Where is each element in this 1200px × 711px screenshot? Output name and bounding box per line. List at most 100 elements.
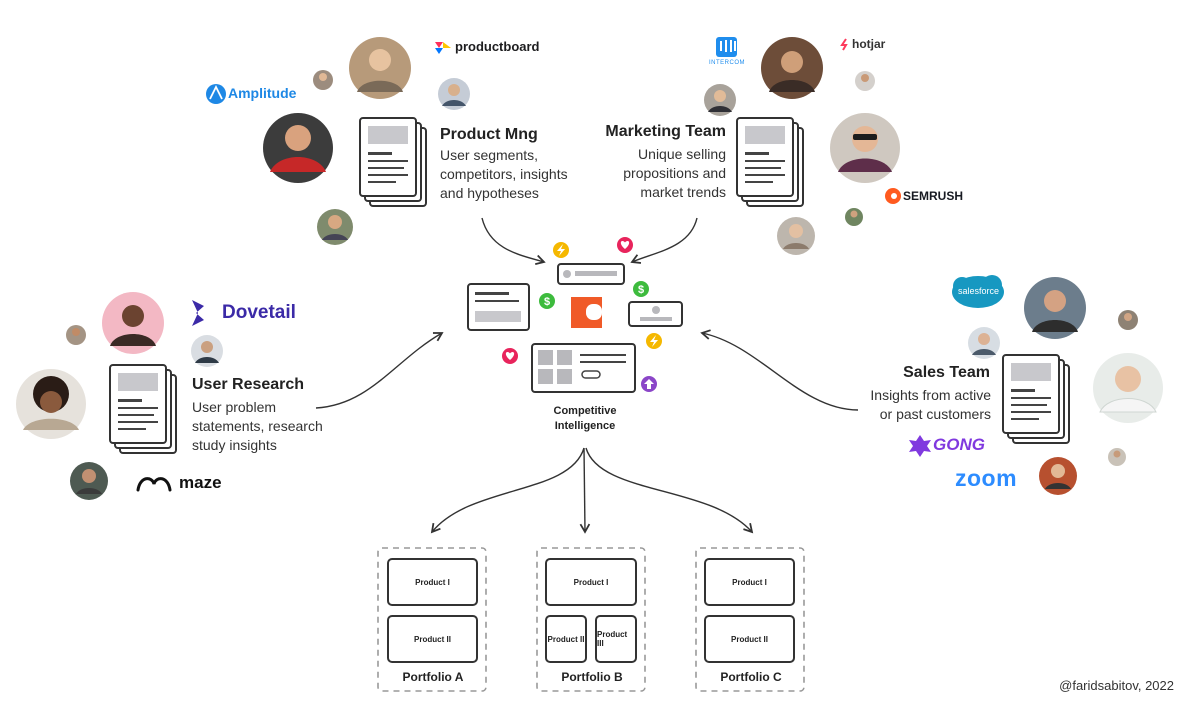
arrow-sales-to-center [700,329,859,411]
gong-logo-icon [909,435,931,457]
salesforce-logo-icon [952,275,1004,308]
arrow-marketing-to-center [630,217,698,264]
research-group-description: User problem statements, research study … [192,398,323,455]
desc-line: Insights from active [870,387,991,403]
avatar-icon [191,335,223,367]
research-document-stack-icon [109,364,177,454]
avatar-icon [102,292,164,354]
portfolio-c-product-1: Product I [704,558,795,606]
product-group-title: Product Mng [440,126,538,143]
portfolio-c-frame [695,547,805,692]
avatar-icon [313,70,333,90]
avatar-icon [777,217,815,255]
desc-line: propositions and [623,165,726,181]
avatar-icon [1093,353,1163,423]
marketing-group-description: Unique selling propositions and market t… [575,145,726,202]
avatar-icon [263,113,333,183]
portfolio-b-product-3: Product III [595,615,637,663]
sales-group-title: Sales Team [903,364,990,381]
portfolio-a-product-1: Product I [387,558,478,606]
avatar-icon [1024,277,1086,339]
productboard-logo: productboard [455,39,540,54]
desc-line: market trends [640,184,726,200]
lightning-icon [646,333,662,349]
arrow-center-to-portfolio-a [430,447,585,534]
semrush-logo-icon [885,188,901,204]
label-line: Intelligence [554,420,616,432]
label-line: Competitive [553,405,617,417]
avatar-icon [1108,448,1126,466]
desc-line: and hypotheses [440,185,539,201]
avatar-icon [349,37,411,99]
author-credit: @faridsabitov, 2022 [1059,678,1174,693]
portfolio-a-frame [377,547,487,692]
portfolio-b-frame [536,547,646,692]
avatar-icon [66,325,86,345]
portfolio-a-product-2: Product II [387,615,478,663]
crayon-logo-icon [571,297,602,328]
desc-line: Unique selling [638,146,726,162]
desc-line: User problem [192,399,277,415]
svg-text:$: $ [638,284,644,296]
avatar-icon [830,113,900,183]
salesforce-logo: salesforce [958,286,1000,296]
amplitude-logo-icon [206,84,226,104]
avatar-icon [1039,457,1077,495]
avatar-icon [845,208,863,226]
zoom-logo: zoom [955,465,1018,491]
arrow-product-to-center [481,217,546,265]
avatars [16,37,1163,500]
portfolio-c-label: Portfolio C [720,670,782,684]
marketing-group-title: Marketing Team [605,123,726,140]
amplitude-logo: Amplitude [228,85,297,101]
upvote-icon [641,376,657,392]
portfolio-a-label: Portfolio A [402,670,464,684]
arrow-research-to-center [315,332,444,409]
maze-logo-icon [136,477,172,492]
hotjar-logo: hotjar [852,37,886,51]
avatar-icon [761,37,823,99]
semrush-logo: SEMRUSH [903,189,964,203]
heart-icon [617,237,633,253]
marketing-document-stack-icon [736,117,804,207]
productboard-logo-icon [435,42,451,54]
avatar-icon [704,84,736,116]
dovetail-logo: Dovetail [222,302,296,323]
portfolio-b-product-2: Product II [545,615,587,663]
avatar-icon [317,209,353,245]
sales-group-description: Insights from active or past customers [820,386,991,424]
avatar-icon [855,71,875,91]
avatar-icon [1118,310,1138,330]
desc-line: study insights [192,437,277,453]
dollar-icon: $ [633,281,649,297]
avatar-icon [438,78,470,110]
product-document-stack-icon [359,117,427,207]
desc-line: or past customers [879,406,991,422]
research-group-title: User Research [192,376,305,393]
product-group-description: User segments, competitors, insights and… [440,146,568,203]
competitive-intelligence-label: Competitive Intelligence [530,404,640,434]
heart-icon [502,348,518,364]
avatar-icon [16,369,86,439]
svg-text:$: $ [544,296,550,308]
desc-line: User segments, [440,147,539,163]
dollar-icon: $ [539,293,555,309]
maze-logo: maze [179,473,222,492]
center-cards [467,263,683,393]
sales-document-stack-icon [1002,354,1070,444]
intercom-logo-icon [716,37,737,57]
dovetail-logo-icon [192,300,204,326]
hotjar-logo-icon [840,38,848,51]
portfolio-c-product-2: Product II [704,615,795,663]
lightning-icon [553,242,569,258]
portfolio-b-label: Portfolio B [561,670,623,684]
intercom-logo: INTERCOM [709,60,745,66]
gong-logo: GONG [933,435,985,454]
arrow-center-to-portfolio-b [579,447,591,534]
arrow-center-to-portfolio-c [585,447,754,534]
portfolio-b-product-1: Product I [545,558,637,606]
desc-line: competitors, insights [440,166,568,182]
desc-line: statements, research [192,418,323,434]
